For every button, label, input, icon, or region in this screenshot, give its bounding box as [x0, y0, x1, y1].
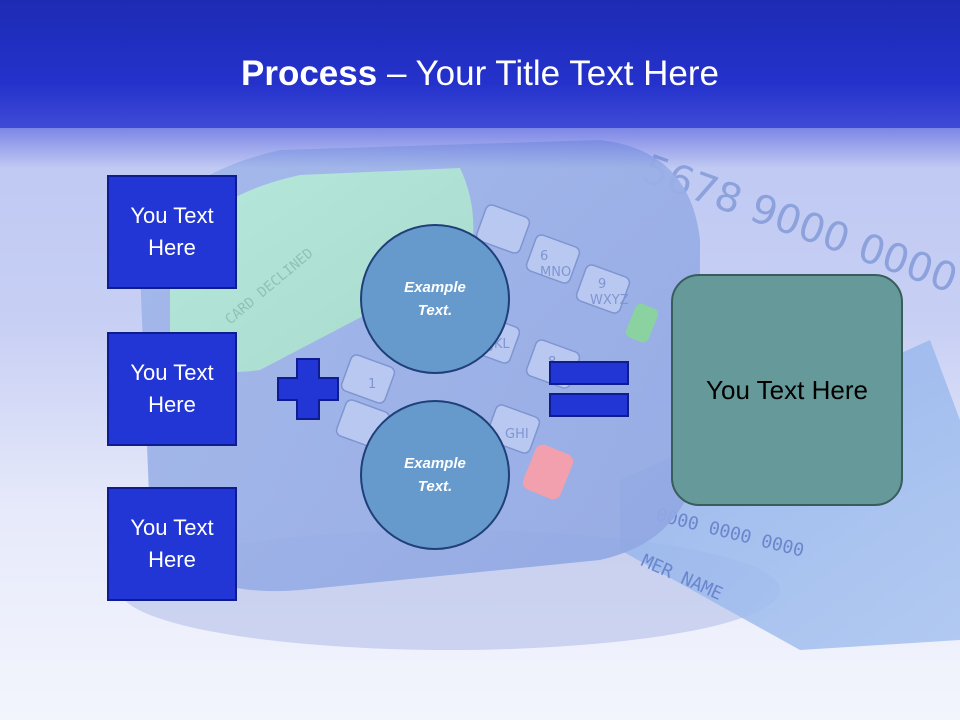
svg-text:MNO: MNO [540, 265, 571, 280]
result-box[interactable]: You Text Here [671, 274, 903, 506]
title-bold-part: Process [241, 54, 378, 93]
plus-icon[interactable] [276, 357, 340, 421]
terminal-function-keys [522, 303, 659, 500]
svg-text:WXYZ: WXYZ [590, 293, 629, 308]
title-bar [0, 0, 960, 128]
equals-icon[interactable] [549, 361, 629, 417]
svg-text:9: 9 [598, 277, 606, 292]
slide-title[interactable]: Process – Your Title Text Here [0, 52, 960, 96]
result-label: You Text Here [706, 374, 868, 405]
svg-text:GHI: GHI [505, 427, 529, 442]
svg-text:6: 6 [540, 249, 548, 264]
svg-text:1: 1 [368, 377, 376, 392]
title-regular-part: – Your Title Text Here [377, 54, 719, 93]
title-bar-fade [0, 128, 960, 168]
